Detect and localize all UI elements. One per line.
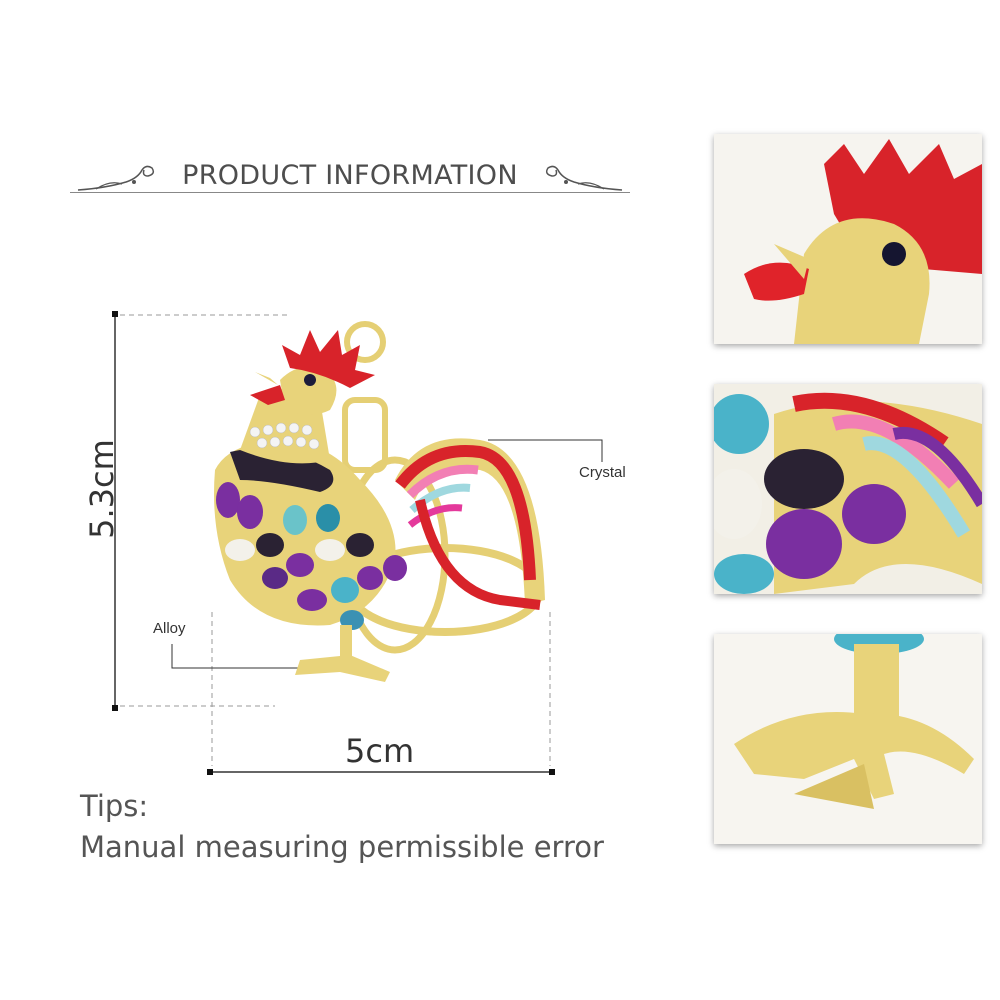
flourish-left-icon: [77, 165, 155, 191]
header-title: PRODUCT INFORMATION: [182, 160, 518, 191]
rooster-keychain: [214, 321, 545, 682]
tips-title: Tips:: [80, 789, 149, 823]
alloy-label: Alloy: [153, 620, 186, 637]
width-dimension-label: 5cm: [345, 732, 415, 770]
tips-block: Tips: Manual measuring permissible error: [80, 786, 604, 867]
header-divider: [70, 192, 630, 193]
detail-image-feet: [714, 634, 982, 844]
height-dimension-label: 5.3cm: [83, 439, 121, 539]
tips-text: Manual measuring permissible error: [80, 829, 604, 864]
product-information-header: PRODUCT INFORMATION: [70, 150, 630, 200]
product-illustration: [112, 311, 603, 775]
crystal-label: Crystal: [579, 464, 626, 481]
detail-image-head: [714, 134, 982, 344]
flourish-right-icon: [545, 165, 623, 191]
detail-image-feathers: [714, 384, 982, 594]
